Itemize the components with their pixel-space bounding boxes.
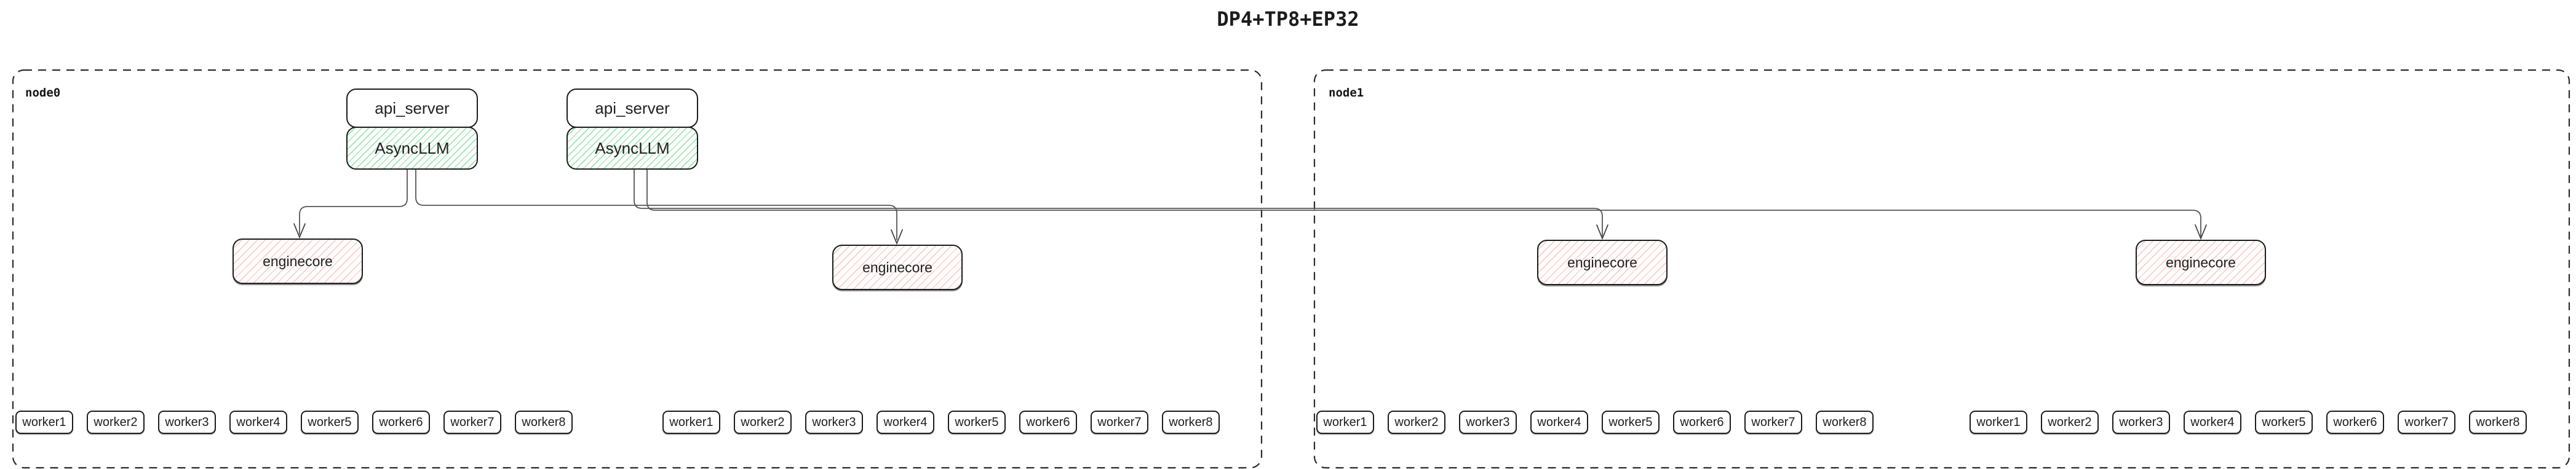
worker-box: worker2 bbox=[734, 411, 792, 434]
worker-box: worker5 bbox=[948, 411, 1006, 434]
worker-box: worker5 bbox=[301, 411, 359, 434]
worker-box: worker7 bbox=[1744, 411, 1802, 434]
worker-box: worker6 bbox=[1673, 411, 1731, 434]
worker-box: worker7 bbox=[443, 411, 501, 434]
worker-box: worker3 bbox=[2112, 411, 2170, 434]
edge-asyncllm2-enginecore4 bbox=[646, 169, 2201, 237]
worker-box: worker7 bbox=[1091, 411, 1148, 434]
arrowhead-enginecore4 bbox=[2195, 224, 2207, 240]
worker-box: worker1 bbox=[1970, 411, 2027, 434]
worker-box: worker6 bbox=[1019, 411, 1077, 434]
worker-box: worker4 bbox=[2184, 411, 2241, 434]
worker-box: worker6 bbox=[2326, 411, 2384, 434]
edge-asyncllm1-enginecore1 bbox=[299, 169, 408, 235]
api-server-box-2: api_server bbox=[566, 89, 698, 128]
node0-label: node0 bbox=[25, 86, 61, 100]
node1-label: node1 bbox=[1329, 86, 1364, 100]
enginecore-box-3: enginecore bbox=[1537, 240, 1668, 285]
enginecore-box-1: enginecore bbox=[233, 238, 363, 284]
worker-box: worker8 bbox=[2469, 411, 2527, 434]
worker-box: worker5 bbox=[2255, 411, 2313, 434]
arrowhead-enginecore2 bbox=[891, 229, 903, 245]
worker-box: worker8 bbox=[1816, 411, 1874, 434]
worker-box: worker8 bbox=[1162, 411, 1220, 434]
worker-box: worker4 bbox=[229, 411, 287, 434]
worker-group-node1-b: worker1 worker2 worker3 worker4 worker5 worke… bbox=[1970, 411, 2527, 434]
worker-box: worker2 bbox=[2041, 411, 2099, 434]
asyncllm-box-1: AsyncLLM bbox=[346, 127, 478, 170]
worker-box: worker2 bbox=[1388, 411, 1445, 434]
worker-box: worker1 bbox=[15, 411, 73, 434]
worker-box: worker6 bbox=[372, 411, 430, 434]
worker-box: worker1 bbox=[1316, 411, 1374, 434]
worker-group-node0-b: worker1 worker2 worker3 worker4 worker5 worke… bbox=[662, 411, 1220, 434]
worker-box: worker3 bbox=[805, 411, 863, 434]
arrowhead-enginecore1 bbox=[293, 223, 306, 239]
enginecore-box-4: enginecore bbox=[2136, 240, 2266, 285]
worker-box: worker7 bbox=[2398, 411, 2455, 434]
worker-box: worker2 bbox=[87, 411, 145, 434]
worker-box: worker4 bbox=[1530, 411, 1588, 434]
edge-asyncllm2-enginecore3 bbox=[634, 169, 1603, 237]
worker-box: worker3 bbox=[158, 411, 216, 434]
worker-group-node0-a: worker1 worker2 worker3 worker4 worker5 worke… bbox=[15, 411, 573, 434]
node1-border bbox=[1313, 69, 2570, 469]
worker-box: worker4 bbox=[877, 411, 934, 434]
edge-asyncllm1-enginecore2 bbox=[415, 169, 897, 240]
worker-box: worker1 bbox=[662, 411, 720, 434]
diagram-title: DP4+TP8+EP32 bbox=[1217, 7, 1359, 31]
worker-box: worker5 bbox=[1602, 411, 1660, 434]
worker-group-node1-a: worker1 worker2 worker3 worker4 worker5 worke… bbox=[1316, 411, 1874, 434]
node0-border bbox=[12, 69, 1263, 469]
worker-box: worker3 bbox=[1459, 411, 1517, 434]
worker-box: worker8 bbox=[515, 411, 573, 434]
asyncllm-box-2: AsyncLLM bbox=[566, 127, 698, 170]
enginecore-box-2: enginecore bbox=[832, 245, 963, 290]
api-server-box-1: api_server bbox=[346, 89, 478, 128]
arrowhead-enginecore3 bbox=[1596, 224, 1608, 240]
